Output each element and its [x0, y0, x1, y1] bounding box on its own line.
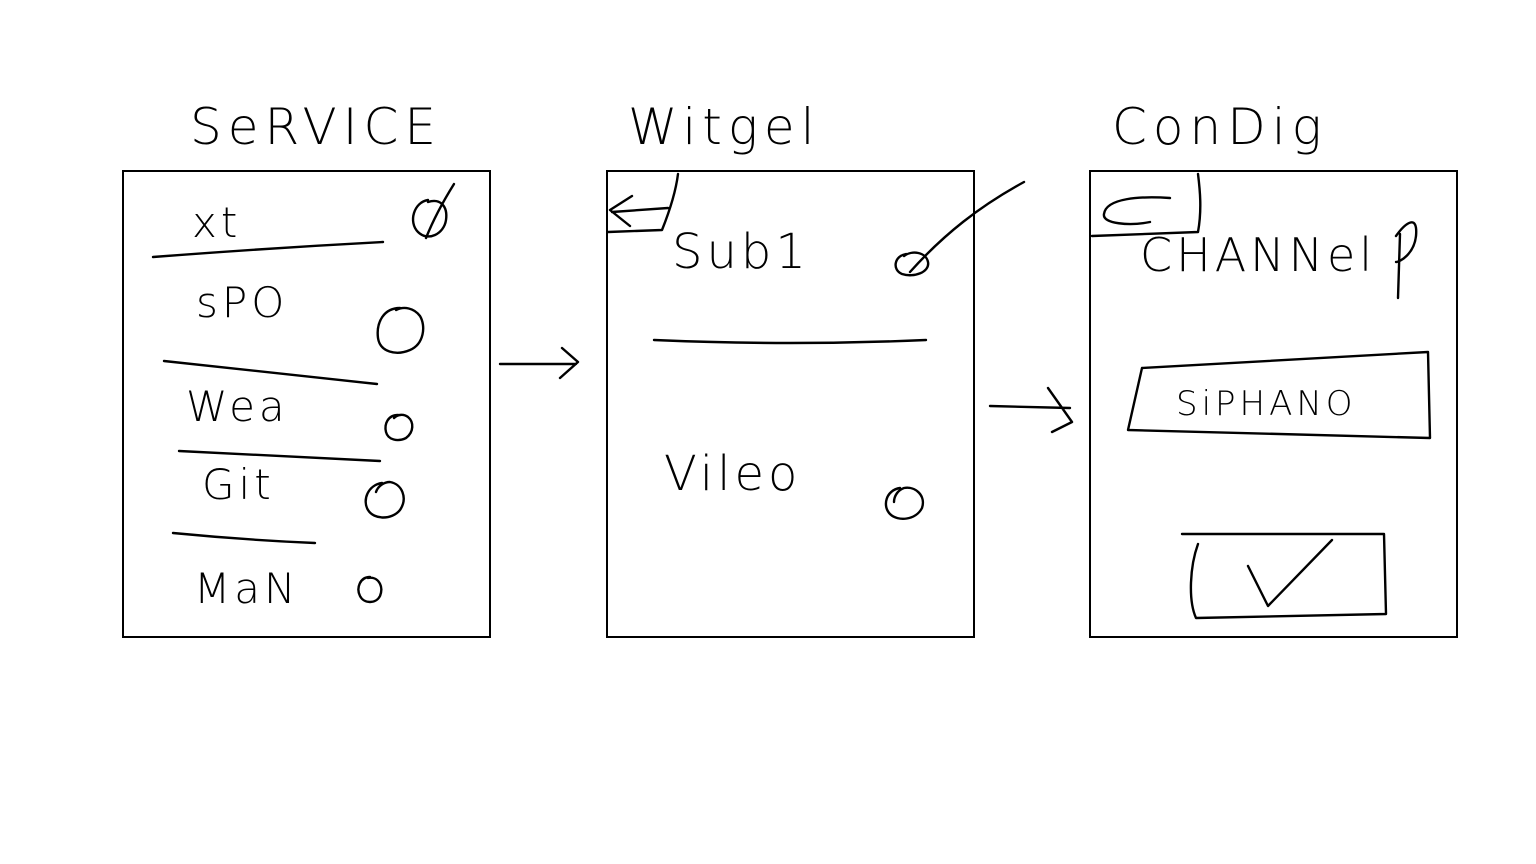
- service-divider: [162, 359, 379, 386]
- widget-divider: [652, 338, 928, 345]
- service-item-label: sPO: [196, 278, 289, 327]
- widget-item-label: Sub1: [672, 224, 810, 280]
- button-outline: [1180, 532, 1388, 620]
- channel-heading: CHANNel: [1140, 228, 1377, 282]
- widget-radio-sub1[interactable]: [894, 180, 1026, 277]
- service-divider: [177, 449, 382, 463]
- service-item-label: MaN: [194, 564, 300, 613]
- radio-empty-icon: [364, 480, 405, 519]
- radio-empty-icon: [357, 575, 383, 604]
- service-divider: [151, 240, 385, 259]
- service-radio-man[interactable]: [357, 575, 383, 604]
- config-back-button[interactable]: [1090, 172, 1202, 238]
- config-screen-title: ConDig: [1112, 98, 1328, 156]
- back-arrow-icon: [1090, 172, 1202, 238]
- widget-radio-video[interactable]: [884, 486, 925, 520]
- heading-flourish: [1394, 221, 1418, 300]
- service-radio-spo[interactable]: [376, 306, 425, 354]
- channel-input-field[interactable]: [1126, 350, 1432, 440]
- radio-selected-icon: [411, 182, 456, 240]
- radio-empty-icon: [376, 306, 425, 354]
- service-item-label: Wea: [186, 382, 289, 431]
- service-radio-wea[interactable]: [384, 413, 414, 442]
- widget-back-button[interactable]: [606, 172, 680, 234]
- channel-field-value: SiPHANO: [1176, 384, 1357, 424]
- widget-screen-frame: [606, 170, 975, 638]
- service-screen-title: SeRVICE: [190, 98, 442, 156]
- service-radio-git[interactable]: [364, 480, 405, 519]
- service-radio-xt[interactable]: [411, 182, 456, 240]
- service-screen-frame: [122, 170, 491, 638]
- flow-arrow-1: [498, 346, 580, 380]
- radio-selected-icon: [894, 180, 1026, 277]
- radio-empty-icon: [884, 486, 925, 520]
- widget-screen-title: Witgel: [628, 98, 821, 156]
- radio-empty-icon: [384, 413, 414, 442]
- flow-arrow-2: [988, 386, 1074, 434]
- service-item-label: xt: [192, 198, 242, 247]
- service-divider: [171, 531, 317, 545]
- config-screen-frame: [1089, 170, 1458, 638]
- checkmark-icon: [1246, 538, 1334, 608]
- back-arrow-icon: [606, 172, 680, 234]
- input-box-outline: [1126, 350, 1432, 440]
- widget-item-label: Vileo: [664, 446, 802, 502]
- service-item-label: Git: [202, 460, 275, 509]
- confirm-button[interactable]: [1180, 532, 1388, 620]
